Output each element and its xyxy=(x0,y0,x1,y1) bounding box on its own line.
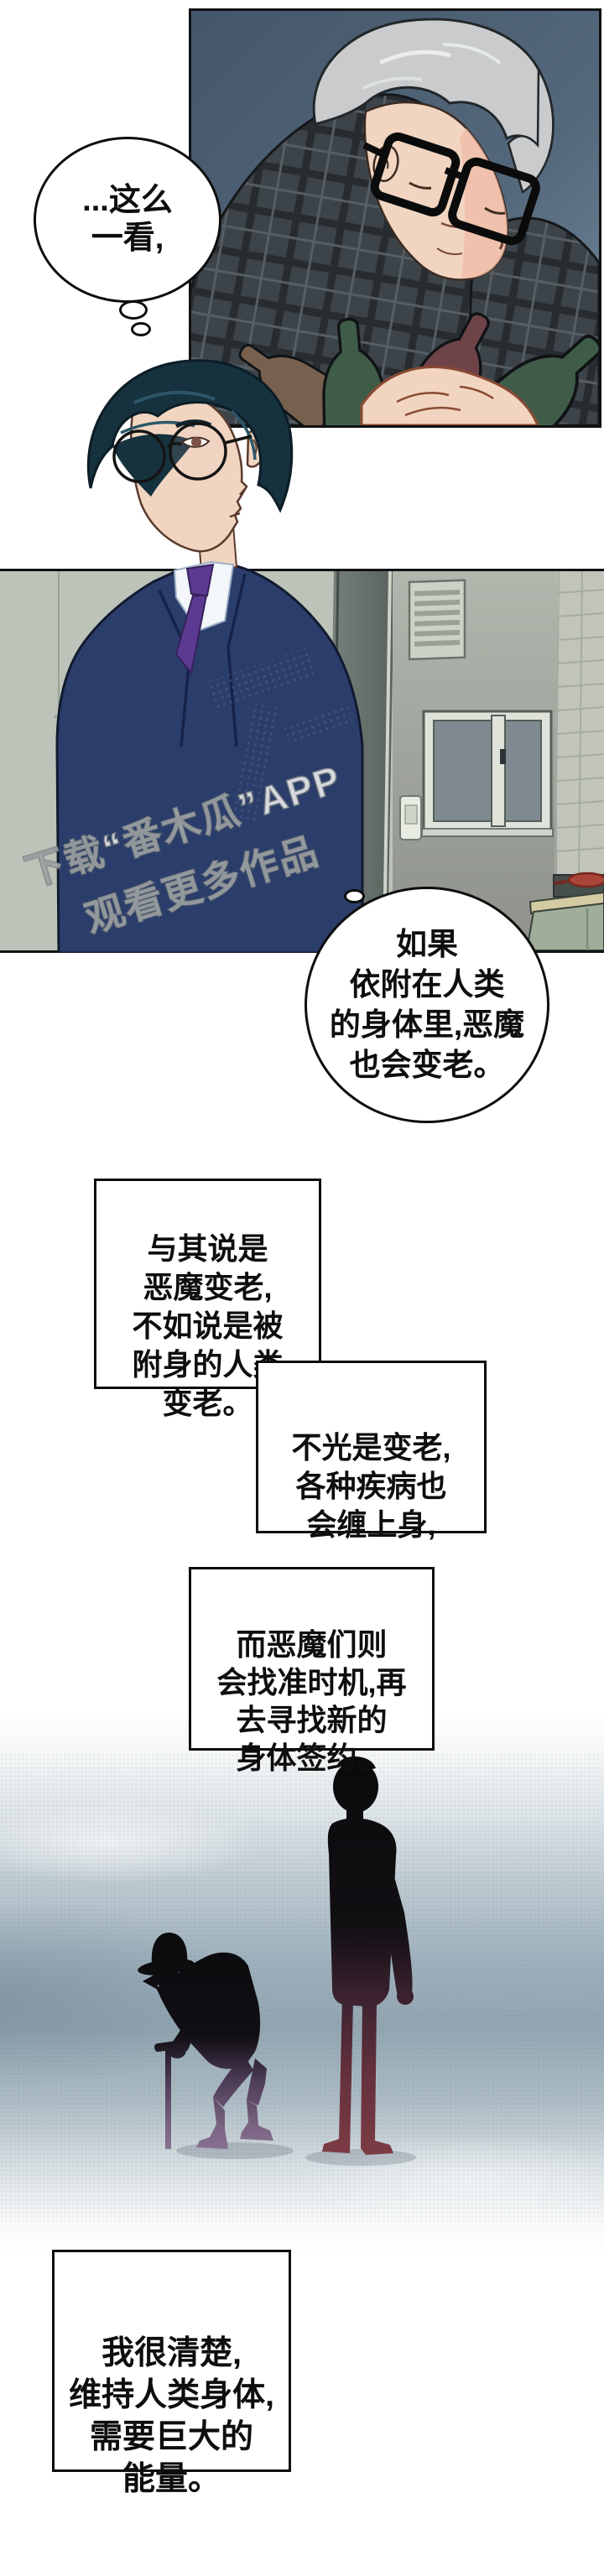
window xyxy=(421,710,554,837)
old-man-illustration xyxy=(191,11,599,425)
thought-bubble-1-tail xyxy=(131,322,151,336)
caption-box-2-text: 不光是变老, 各种疾病也 会缠上身, xyxy=(291,1430,451,1542)
caption-box-1: 与其说是 恶魔变老, 不如说是被 附身的人类 变老。 xyxy=(94,1179,321,1420)
thought-bubble-2-text: 如果 依附在人类 的身体里,恶魔 也会变老。 xyxy=(329,927,525,1082)
caption-box-3-text: 而恶魔们则 会找准时机,再 去寻找新的 身体签约。 xyxy=(216,1627,407,1775)
kitchen-counter xyxy=(525,872,604,950)
hair xyxy=(86,359,294,513)
panel-silhouettes xyxy=(0,1711,604,2256)
thought-bubble-1: ...这么 一看, xyxy=(34,137,221,303)
halftone-marks-suit xyxy=(204,647,355,824)
tall-figure-silhouette xyxy=(322,1756,414,2155)
thought-bubble-2: 如果 依附在人类 的身体里,恶魔 也会变老。 xyxy=(305,887,549,1123)
glasses xyxy=(112,422,253,483)
tiled-wall xyxy=(555,571,604,881)
old-man-silhouette xyxy=(138,1933,273,2149)
caption-box-4-text: 我很清楚, 维持人类身体, 需要巨大的 能量。 xyxy=(69,2335,274,2497)
panel-silhouettes-texture xyxy=(0,1753,604,2223)
thought-bubble-1-tail xyxy=(119,300,148,320)
light-switch xyxy=(399,795,422,840)
caption-box-2: 不光是变老, 各种疾病也 会缠上身, xyxy=(256,1361,487,1542)
silhouettes-illustration xyxy=(138,1756,416,2166)
caption-box-4: 我很清楚, 维持人类身体, 需要巨大的 能量。 xyxy=(52,2250,291,2497)
thought-bubble-2-tail xyxy=(344,889,365,903)
young-man-illustration xyxy=(50,359,364,953)
vent-grille xyxy=(408,579,466,661)
thought-bubble-1-text: ...这么 一看, xyxy=(82,183,173,256)
panel-old-man xyxy=(189,8,601,428)
caption-box-3: 而恶魔们则 会找准时机,再 去寻找新的 身体签约。 xyxy=(189,1567,435,1775)
